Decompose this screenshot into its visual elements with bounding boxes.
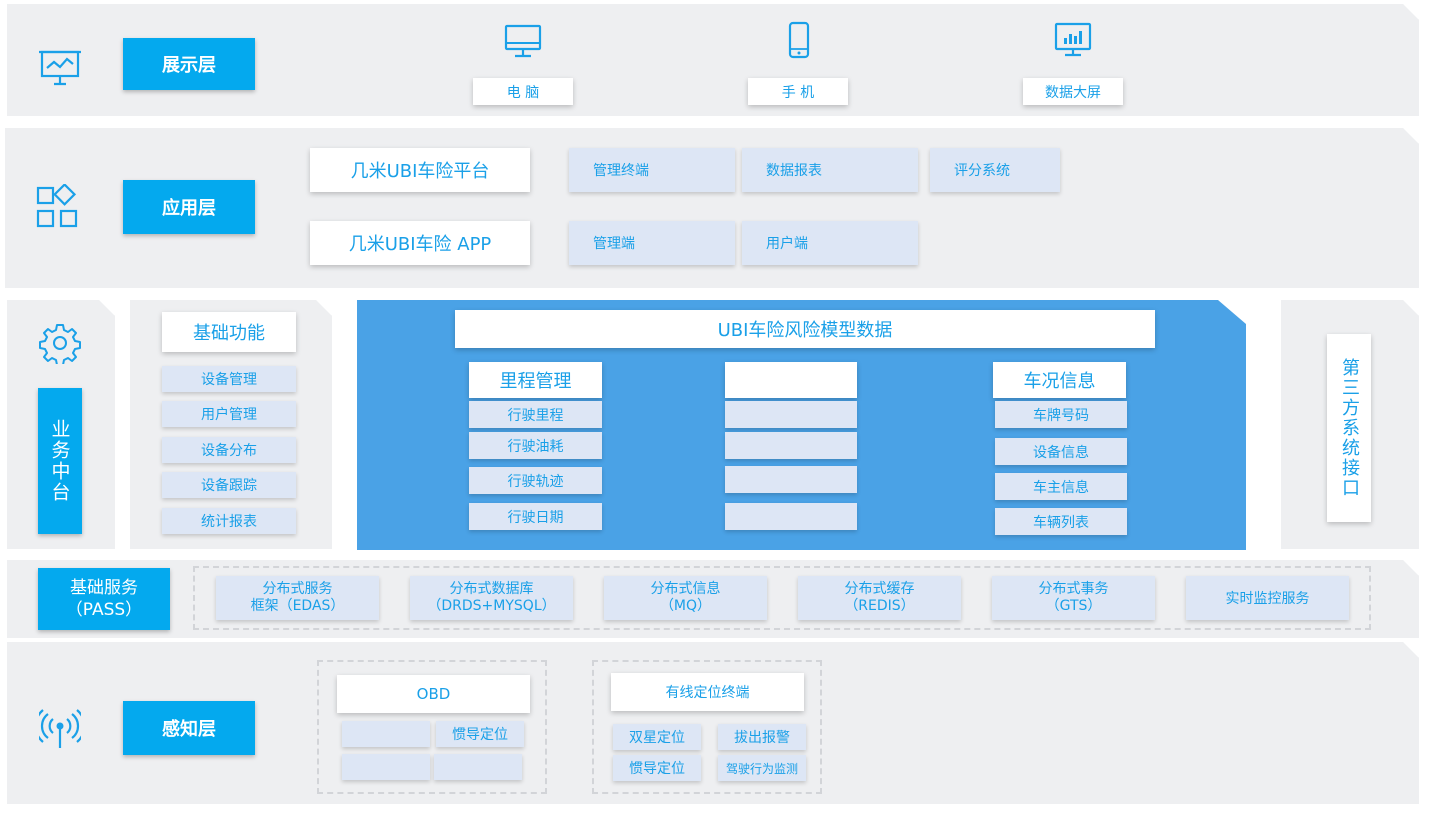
- ubi-app-box: 几米UBI车险 APP: [310, 221, 530, 265]
- basic-function-item: 设备跟踪: [162, 472, 296, 498]
- vehicle-status-title: 车况信息: [993, 362, 1126, 398]
- services-dashed-group: [193, 566, 1371, 630]
- signal-antenna-icon: [39, 706, 81, 750]
- gear-icon: [39, 322, 81, 364]
- presentation-icon: [39, 48, 83, 88]
- middle-column-item: [725, 432, 857, 459]
- desktop-icon: [504, 24, 542, 58]
- obd-item: [434, 754, 522, 780]
- wired-terminal-title: 有线定位终端: [611, 673, 804, 711]
- app-module-admin: 管理端: [569, 221, 735, 265]
- mileage-item: 行驶轨迹: [469, 467, 602, 494]
- basic-function-item: 设备管理: [162, 366, 296, 392]
- display-layer-title: 展示层: [123, 38, 255, 90]
- platform-module-terminal: 管理终端: [569, 148, 735, 192]
- risk-model-panel: UBI车险风险模型数据 里程管理 行驶里程 行驶油耗 行驶轨迹 行驶日期 车况信…: [357, 300, 1246, 550]
- wired-terminal-item: 惯导定位: [613, 755, 701, 781]
- mileage-item: 行驶里程: [469, 401, 602, 428]
- third-party-interface-label: 第三方系统接口: [1327, 334, 1371, 522]
- application-layer-panel: 应用层 几米UBI车险平台 管理终端 数据报表 评分系统 几米UBI车险 APP…: [5, 128, 1419, 288]
- wired-terminal-item: 拔出报警: [718, 724, 806, 750]
- basic-function-item: 用户管理: [162, 401, 296, 427]
- business-layer-title: 业务中台: [38, 388, 82, 534]
- obd-title: OBD: [337, 675, 530, 713]
- vehicle-status-item: 设备信息: [995, 438, 1127, 465]
- device-desktop-label: 电 脑: [473, 78, 573, 105]
- risk-model-title: UBI车险风险模型数据: [455, 310, 1155, 348]
- obd-item: [342, 721, 430, 747]
- service-monitoring: 实时监控服务: [1186, 576, 1349, 620]
- bigscreen-icon: [1054, 22, 1092, 58]
- vehicle-status-item: 车牌号码: [995, 401, 1127, 428]
- middle-column-title: [725, 362, 857, 398]
- wired-terminal-item: 驾驶行为监测: [718, 755, 806, 781]
- application-layer-title: 应用层: [123, 180, 255, 234]
- mileage-item: 行驶日期: [469, 503, 602, 530]
- apps-grid-icon: [35, 184, 83, 230]
- wired-terminal-dashed-group: [592, 660, 822, 794]
- perception-layer-panel: 感知层 OBD 惯导定位 有线定位终端 双星定位 拔出报警 惯导定位 驾驶行为监…: [7, 642, 1419, 804]
- display-layer-panel: 展示层 电 脑 手 机 数据大屏: [7, 4, 1419, 116]
- service-edas: 分布式服务 框架（EDAS）: [216, 576, 379, 620]
- basic-functions-panel: 基础功能 设备管理 用户管理 设备分布 设备跟踪 统计报表: [130, 300, 332, 549]
- basic-function-item: 设备分布: [162, 437, 296, 463]
- business-layer-left-panel: 业务中台: [7, 300, 115, 549]
- obd-dashed-group: [317, 660, 547, 794]
- ubi-platform-box: 几米UBI车险平台: [310, 148, 530, 192]
- vehicle-status-item: 车主信息: [995, 473, 1127, 500]
- middle-column-item: [725, 401, 857, 428]
- service-gts: 分布式事务 （GTS）: [992, 576, 1155, 620]
- third-party-panel: 第三方系统接口: [1281, 300, 1419, 549]
- perception-layer-title: 感知层: [123, 701, 255, 755]
- service-mq: 分布式信息 （MQ）: [604, 576, 767, 620]
- mileage-title: 里程管理: [469, 362, 602, 398]
- obd-item: [342, 754, 430, 780]
- mileage-item: 行驶油耗: [469, 432, 602, 459]
- middle-column-item: [725, 503, 857, 530]
- basic-function-item: 统计报表: [162, 508, 296, 534]
- base-services-title: 基础服务 （PASS）: [38, 568, 170, 630]
- service-redis: 分布式缓存 （REDIS）: [798, 576, 961, 620]
- base-services-title-line2: （PASS）: [65, 600, 143, 620]
- wired-terminal-item: 双星定位: [613, 724, 701, 750]
- base-services-title-line1: 基础服务: [70, 578, 138, 598]
- middle-column-item: [725, 466, 857, 493]
- vehicle-status-item: 车辆列表: [995, 508, 1127, 535]
- obd-item: 惯导定位: [436, 721, 524, 747]
- basic-functions-title: 基础功能: [162, 312, 296, 352]
- platform-module-reports: 数据报表: [742, 148, 918, 192]
- app-module-user: 用户端: [742, 221, 918, 265]
- service-drds: 分布式数据库 （DRDS+MYSQL）: [410, 576, 573, 620]
- platform-module-scoring: 评分系统: [930, 148, 1060, 192]
- device-phone-label: 手 机: [748, 78, 848, 105]
- base-services-panel: 基础服务 （PASS） 分布式服务 框架（EDAS） 分布式数据库 （DRDS+…: [7, 560, 1419, 638]
- phone-icon: [788, 21, 810, 59]
- device-bigscreen-label: 数据大屏: [1023, 78, 1123, 105]
